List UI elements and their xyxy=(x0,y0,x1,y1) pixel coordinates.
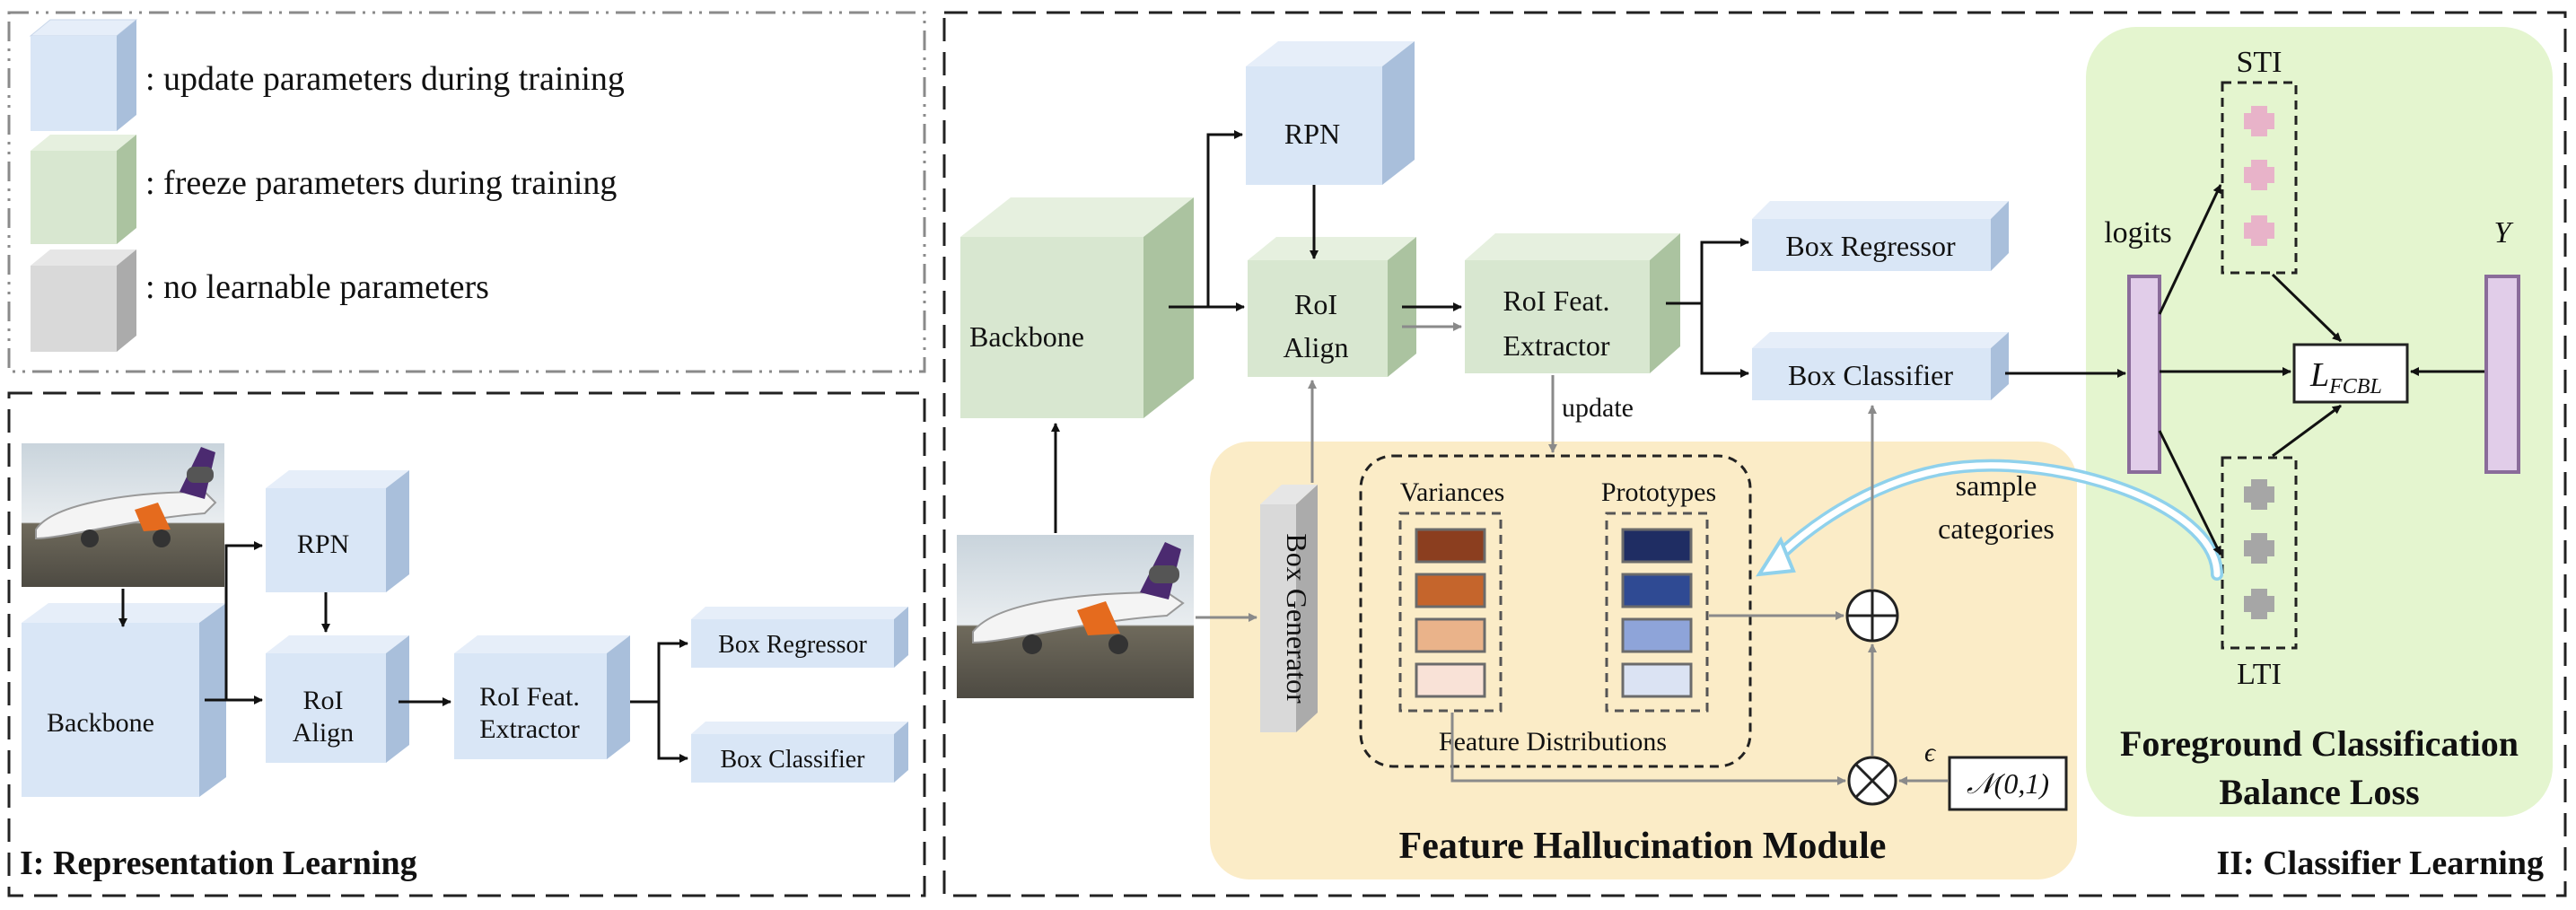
fcbl-title-2: Balance Loss xyxy=(2219,772,2419,812)
normal-distribution-label: 𝒩(0,1) xyxy=(1967,767,2049,800)
right-panel-arrows xyxy=(1051,130,2484,556)
right-roi-align-label-2: Align xyxy=(1284,331,1349,363)
legend-update-cube xyxy=(29,19,138,131)
lti-tokens xyxy=(2244,479,2274,619)
left-box-regressor-block xyxy=(691,607,908,668)
prototypes-column xyxy=(1605,512,1709,713)
right-backbone-label: Backbone xyxy=(969,320,1084,353)
input-image-large xyxy=(957,535,1194,698)
add-operator-icon xyxy=(1845,589,1899,643)
sample-categories-label-2: categories xyxy=(1938,512,2055,545)
left-backbone-label: Backbone xyxy=(47,708,154,738)
right-roi-feat-label-2: Extractor xyxy=(1503,329,1609,362)
logits-bar xyxy=(2127,275,2161,474)
right-box-classifier-label: Box Classifier xyxy=(1788,359,1953,391)
classifier-panel-title: II: Classifier Learning xyxy=(2216,844,2544,882)
left-roi-feat-label-1: RoI Feat. xyxy=(479,682,580,712)
y-bar xyxy=(2484,275,2520,474)
multiply-operator-icon xyxy=(1847,756,1897,806)
left-box-regressor-label: Box Regressor xyxy=(718,631,867,659)
right-box-classifier-block xyxy=(1752,332,2009,400)
right-roi-feat-label-1: RoI Feat. xyxy=(1503,284,1609,317)
sti-label: STI xyxy=(2237,46,2282,79)
representation-panel-border xyxy=(7,391,926,897)
left-roi-align-label-2: Align xyxy=(293,718,354,748)
legend-none-label: : no learnable parameters xyxy=(145,268,489,306)
fhm-panel xyxy=(1210,442,2077,879)
sample-categories-flow-arrow-inner xyxy=(1770,462,2221,578)
feature-distributions-label: Feature Distributions xyxy=(1439,727,1667,757)
variance-bar xyxy=(1415,662,1486,698)
update-label: update xyxy=(1562,393,1634,423)
left-box-classifier-label: Box Classifier xyxy=(721,746,866,774)
lti-group-box xyxy=(2221,456,2298,650)
normal-distribution-box xyxy=(1948,756,2068,811)
variance-bar xyxy=(1415,617,1486,653)
right-roi-align-label-1: RoI xyxy=(1294,288,1337,320)
right-box-regressor-block xyxy=(1752,201,2009,271)
left-backbone-block xyxy=(22,603,226,797)
left-roi-align-block xyxy=(266,635,409,763)
variances-column xyxy=(1398,512,1503,713)
box-generator-label: Box Generator xyxy=(1281,533,1313,704)
legend-panel-border xyxy=(7,11,926,373)
box-generator-block xyxy=(1260,485,1318,732)
sti-group-box xyxy=(2221,81,2298,275)
right-panel-gray-arrows xyxy=(1196,322,1948,785)
legend-none-cube xyxy=(31,249,136,352)
fcbl-loss-box xyxy=(2292,343,2409,404)
sti-tokens xyxy=(2244,106,2274,246)
loss-symbol: LFCBL xyxy=(2309,356,2382,398)
left-roi-feat-label-2: Extractor xyxy=(479,714,580,744)
y-label: Y xyxy=(2494,216,2514,249)
variances-label: Variances xyxy=(1400,477,1505,507)
prototype-bar xyxy=(1621,573,1693,608)
representation-panel-title: I: Representation Learning xyxy=(20,844,417,882)
sample-categories-label-1: sample xyxy=(1956,469,2037,502)
logits-label: logits xyxy=(2104,216,2172,249)
legend-update-label: : update parameters during training xyxy=(145,60,625,98)
sample-categories-arrowhead xyxy=(1756,536,1796,577)
right-rpn-block xyxy=(1246,41,1415,185)
left-rpn-block xyxy=(266,470,409,592)
right-rpn-label: RPN xyxy=(1284,118,1340,150)
left-panel-arrows xyxy=(118,541,688,763)
left-roi-align-label-1: RoI xyxy=(303,686,344,715)
left-rpn-label: RPN xyxy=(297,529,349,559)
right-backbone-block xyxy=(960,197,1194,418)
variance-bar xyxy=(1415,528,1486,564)
prototype-bar xyxy=(1621,662,1693,698)
prototype-bar xyxy=(1621,617,1693,653)
classifier-panel-border xyxy=(942,11,2567,897)
input-image-small xyxy=(22,443,224,587)
right-roi-align-block xyxy=(1248,237,1416,377)
right-box-regressor-label: Box Regressor xyxy=(1785,230,1956,262)
fhm-title: Feature Hallucination Module xyxy=(1399,826,1887,867)
variance-bar xyxy=(1415,573,1486,608)
left-roi-feat-block xyxy=(454,635,630,759)
epsilon-label: ϵ xyxy=(1924,738,1937,767)
prototype-bar xyxy=(1621,528,1693,564)
lti-label: LTI xyxy=(2237,658,2282,691)
left-box-classifier-block xyxy=(691,722,908,783)
fcbl-title-1: Foreground Classification xyxy=(2120,723,2519,764)
prototypes-label: Prototypes xyxy=(1601,477,1716,507)
legend-freeze-label: : freeze parameters during training xyxy=(145,164,617,202)
legend-freeze-cube xyxy=(31,135,136,244)
right-roi-feat-block xyxy=(1465,233,1680,373)
